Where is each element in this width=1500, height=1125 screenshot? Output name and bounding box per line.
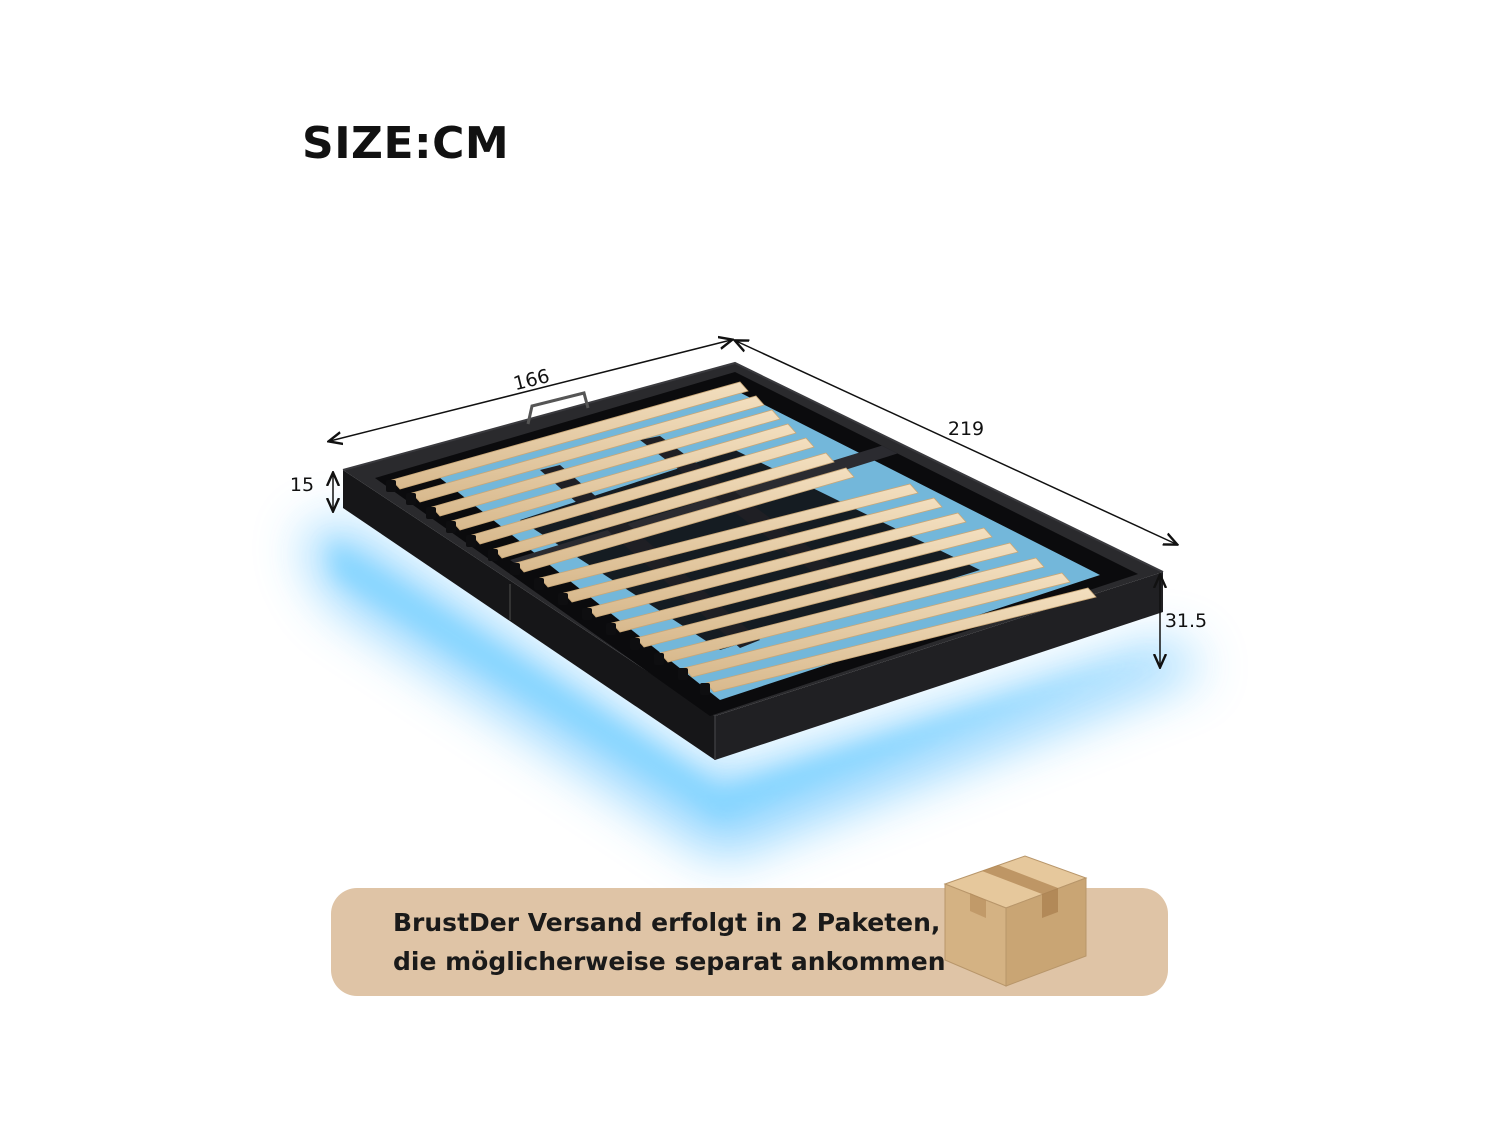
shipping-note-text: BrustDer Versand erfolgt in 2 Paketen, d… bbox=[393, 903, 946, 981]
cardboard-box-icon bbox=[943, 855, 1088, 987]
dimension-frame-height: 15 bbox=[290, 474, 333, 510]
page-title: SIZE:CM bbox=[302, 118, 510, 169]
dimension-total-height: 31.5 bbox=[1160, 576, 1207, 666]
led-glow bbox=[300, 520, 1205, 860]
shipping-note-line-2: die möglicherweise separat ankommen bbox=[393, 947, 946, 976]
total-height-label: 31.5 bbox=[1165, 610, 1207, 632]
dimension-length: 219 bbox=[736, 341, 1176, 544]
width-label: 166 bbox=[511, 365, 552, 395]
shipping-note-line-1: BrustDer Versand erfolgt in 2 Paketen, bbox=[393, 908, 941, 937]
frame-height-label: 15 bbox=[290, 474, 314, 496]
length-label: 219 bbox=[948, 418, 984, 440]
